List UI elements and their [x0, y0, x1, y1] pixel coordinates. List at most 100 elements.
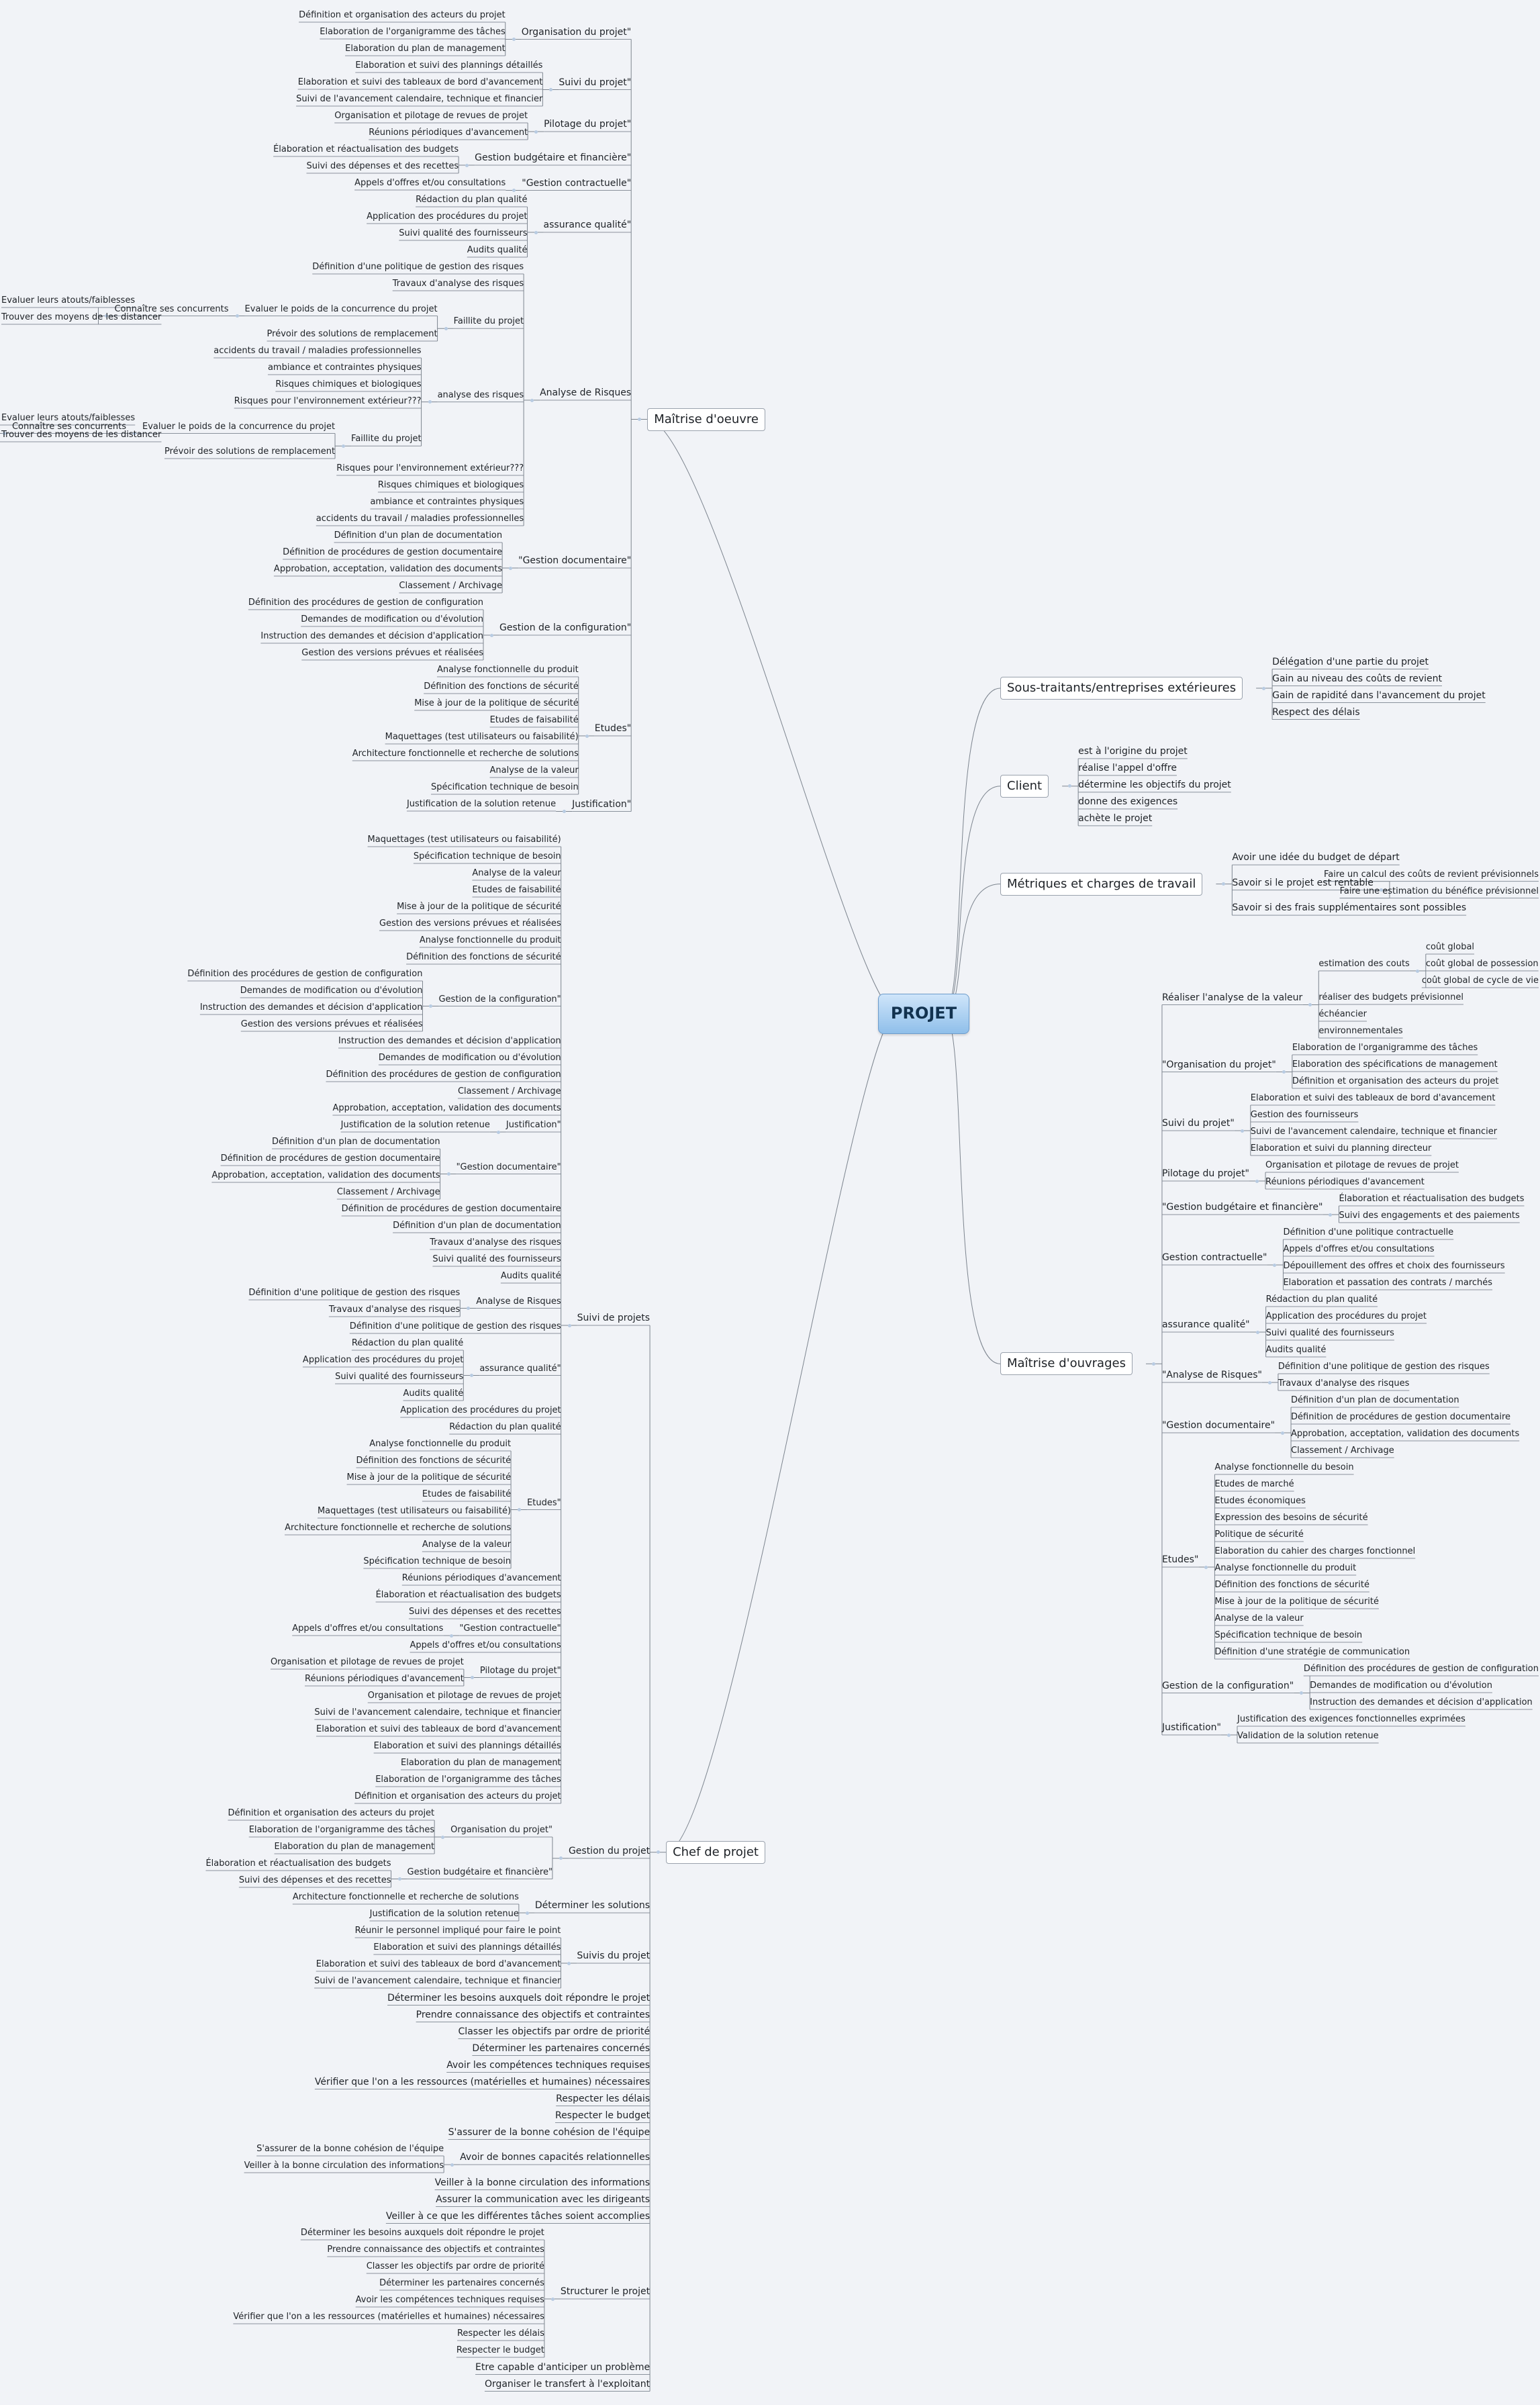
topic-definition-d-un-plan-de-documentation[interactable]: Définition d'un plan de documentation	[393, 1221, 561, 1231]
topic-determiner-les-solutions[interactable]: Déterminer les solutions	[534, 1900, 651, 1911]
topic-gestion-des-versions-prevues-et-realisee[interactable]: Gestion des versions prévues et réalisée…	[240, 1019, 423, 1029]
topic-respecter-le-budget[interactable]: Respecter le budget	[555, 2110, 651, 2121]
topic-analyse-de-la-valeur[interactable]: Analyse de la valeur	[1214, 1613, 1304, 1623]
collapse-handle-icon[interactable]	[450, 2163, 454, 2167]
topic-reunir-le-personnel-implique-pour-faire-[interactable]: Réunir le personnel impliqué pour faire …	[354, 1926, 561, 1936]
topic-etudes-economiques[interactable]: Etudes économiques	[1214, 1496, 1306, 1506]
collapse-handle-icon[interactable]	[1226, 1733, 1231, 1737]
topic-definition-et-organisation-des-acteurs-d[interactable]: Définition et organisation des acteurs d…	[299, 10, 506, 20]
topic-suivi-des-depenses-et-des-recettes[interactable]: Suivi des dépenses et des recettes	[238, 1875, 391, 1885]
topic-depouillement-des-offres-et-choix-des-fo[interactable]: Dépouillement des offres et choix des fo…	[1283, 1261, 1505, 1271]
topic-travaux-d-analyse-des-risques[interactable]: Travaux d'analyse des risques	[1278, 1378, 1410, 1388]
topic-analyse-de-risques[interactable]: Analyse de Risques	[540, 387, 632, 398]
topic-prevoir-des-solutions-de-remplacement[interactable]: Prévoir des solutions de remplacement	[267, 329, 438, 339]
collapse-handle-icon[interactable]	[235, 314, 239, 318]
topic-architecture-fonctionnelle-et-recherche-[interactable]: Architecture fonctionnelle et recherche …	[292, 1892, 519, 1902]
topic-approbation-acceptation-validation-des-d[interactable]: Approbation, acceptation, validation des…	[1291, 1429, 1520, 1439]
topic-definition-des-fonctions-de-securite[interactable]: Définition des fonctions de sécurité	[356, 1456, 512, 1466]
topic-gestion-budgetaire-et-financiere[interactable]: "Gestion budgétaire et financière"	[1161, 1202, 1323, 1213]
collapse-handle-icon[interactable]	[1222, 882, 1226, 886]
topic-elaboration-et-suivi-des-plannings-detai[interactable]: Elaboration et suivi des plannings détai…	[373, 1942, 561, 1952]
topic-approbation-acceptation-validation-des-d[interactable]: Approbation, acceptation, validation des…	[273, 564, 503, 574]
topic-realise-l-appel-d-offre[interactable]: réalise l'appel d'offre	[1078, 762, 1177, 773]
collapse-handle-icon[interactable]	[441, 1835, 445, 1839]
topic-environnementales[interactable]: environnementales	[1318, 1026, 1403, 1036]
branch-chef-de-projet[interactable]: Chef de projet	[666, 1840, 765, 1864]
topic-organisation-du-projet[interactable]: Organisation du projet"	[521, 26, 632, 38]
collapse-handle-icon[interactable]	[1282, 1070, 1286, 1074]
topic-organisation-du-projet[interactable]: Organisation du projet"	[450, 1825, 552, 1835]
topic-gestion-budgetaire-et-financiere[interactable]: Gestion budgétaire et financière"	[407, 1867, 552, 1877]
topic-suivi-du-projet[interactable]: Suivi du projet"	[559, 77, 632, 88]
topic-travaux-d-analyse-des-risques[interactable]: Travaux d'analyse des risques	[392, 279, 524, 289]
topic-echeancier[interactable]: échéancier	[1318, 1009, 1367, 1019]
topic-analyse-de-la-valeur[interactable]: Analyse de la valeur	[472, 868, 561, 878]
topic-analyse-fonctionnelle-du-produit[interactable]: Analyse fonctionnelle du produit	[436, 665, 579, 675]
topic-gestion-de-la-configuration[interactable]: Gestion de la configuration"	[438, 994, 561, 1004]
topic-suivi-de-l-avancement-calendaire-techniq[interactable]: Suivi de l'avancement calendaire, techni…	[1250, 1127, 1498, 1137]
topic-elaboration-et-reactualisation-des-budge[interactable]: Élaboration et réactualisation des budge…	[1339, 1194, 1525, 1204]
topic-elaboration-et-suivi-des-tableaux-de-bor[interactable]: Elaboration et suivi des tableaux de bor…	[316, 1724, 561, 1734]
topic-redaction-du-plan-qualite[interactable]: Rédaction du plan qualité	[416, 195, 528, 205]
topic-prevoir-des-solutions-de-remplacement[interactable]: Prévoir des solutions de remplacement	[164, 446, 336, 457]
topic-elaboration-et-reactualisation-des-budge[interactable]: Élaboration et réactualisation des budge…	[375, 1590, 561, 1600]
collapse-handle-icon[interactable]	[496, 1130, 500, 1134]
collapse-handle-icon[interactable]	[1204, 1565, 1208, 1569]
topic-justification[interactable]: Justification"	[572, 798, 632, 810]
collapse-handle-icon[interactable]	[1273, 1263, 1277, 1267]
topic-evaluer-le-poids-de-la-concurrence-du-pr[interactable]: Evaluer le poids de la concurrence du pr…	[244, 303, 438, 314]
topic-instruction-des-demandes-et-decision-d-a[interactable]: Instruction des demandes et décision d'a…	[338, 1036, 561, 1046]
collapse-handle-icon[interactable]	[470, 1676, 474, 1679]
topic-assurance-qualite[interactable]: assurance qualité"	[479, 1363, 561, 1374]
topic-audits-qualite[interactable]: Audits qualité	[1265, 1345, 1327, 1355]
topic-suivi-du-projet[interactable]: Suivi du projet"	[1161, 1118, 1235, 1129]
collapse-handle-icon[interactable]	[1300, 1691, 1304, 1695]
topic-cout-global-de-possession[interactable]: coût global de possession	[1425, 959, 1539, 969]
collapse-handle-icon[interactable]	[446, 1172, 450, 1176]
topic-respecter-les-delais[interactable]: Respecter les délais	[556, 2093, 651, 2104]
topic-analyse-fonctionnelle-du-produit[interactable]: Analyse fonctionnelle du produit	[419, 935, 561, 945]
collapse-handle-icon[interactable]	[428, 400, 432, 404]
topic-justification[interactable]: Justification"	[1161, 1722, 1221, 1733]
topic-etre-capable-d-anticiper-un-probleme[interactable]: Etre capable d'anticiper un problème	[475, 2361, 651, 2373]
collapse-handle-icon[interactable]	[1255, 1179, 1259, 1183]
topic-veiller-a-ce-que-les-differentes-taches-[interactable]: Veiller à ce que les différentes tâches …	[385, 2210, 651, 2222]
topic-faillite-du-projet[interactable]: Faillite du projet	[453, 316, 524, 327]
topic-organisation-et-pilotage-de-revues-de-pr[interactable]: Organisation et pilotage de revues de pr…	[334, 111, 528, 121]
topic-analyse-des-risques[interactable]: analyse des risques	[437, 389, 524, 400]
collapse-handle-icon[interactable]	[1329, 1213, 1333, 1217]
topic-justification-de-la-solution-retenue[interactable]: Justification de la solution retenue	[340, 1120, 490, 1130]
topic-avoir-une-idee-du-budget-de-depart[interactable]: Avoir une idée du budget de départ	[1232, 852, 1400, 863]
topic-elaboration-de-l-organigramme-des-taches[interactable]: Elaboration de l'organigramme des tâches	[1292, 1043, 1478, 1053]
topic-evaluer-leurs-atouts-faiblesses[interactable]: Evaluer leurs atouts/faiblesses	[1, 295, 136, 305]
topic-maquettages-test-utilisateurs-ou-faisabi[interactable]: Maquettages (test utilisateurs ou faisab…	[367, 835, 561, 845]
topic-expression-des-besoins-de-securite[interactable]: Expression des besoins de sécurité	[1214, 1513, 1368, 1523]
collapse-handle-icon[interactable]	[1308, 1003, 1312, 1006]
topic-elaboration-de-l-organigramme-des-taches[interactable]: Elaboration de l'organigramme des tâches	[375, 1775, 561, 1785]
topic-pilotage-du-projet[interactable]: Pilotage du projet"	[544, 119, 632, 130]
collapse-handle-icon[interactable]	[534, 230, 538, 234]
topic-suivi-des-depenses-et-des-recettes[interactable]: Suivi des dépenses et des recettes	[408, 1607, 561, 1617]
topic-application-des-procedures-du-projet[interactable]: Application des procédures du projet	[302, 1355, 464, 1365]
topic-gestion-des-versions-prevues-et-realisee[interactable]: Gestion des versions prévues et réalisée…	[301, 648, 483, 658]
topic-application-des-procedures-du-projet[interactable]: Application des procédures du projet	[1265, 1311, 1427, 1321]
topic-elaboration-du-plan-de-management[interactable]: Elaboration du plan de management	[274, 1842, 435, 1852]
collapse-handle-icon[interactable]	[530, 398, 534, 402]
topic-specification-technique-de-besoin[interactable]: Spécification technique de besoin	[1214, 1630, 1363, 1640]
topic-ambiance-et-contraintes-physiques[interactable]: ambiance et contraintes physiques	[267, 363, 422, 373]
collapse-handle-icon[interactable]	[397, 1877, 401, 1881]
topic-structurer-le-projet[interactable]: Structurer le projet	[560, 2286, 651, 2297]
topic-classement-archivage[interactable]: Classement / Archivage	[457, 1086, 561, 1096]
topic-realiser-des-budgets-previsionnel[interactable]: réaliser des budgets prévisionnel	[1318, 992, 1463, 1002]
topic-validation-de-la-solution-retenue[interactable]: Validation de la solution retenue	[1237, 1731, 1379, 1741]
topic-trouver-des-moyens-de-les-distancer[interactable]: Trouver des moyens de les distancer	[1, 312, 162, 322]
topic-trouver-des-moyens-de-les-distancer[interactable]: Trouver des moyens de les distancer	[1, 430, 162, 440]
topic-appels-d-offres-et-ou-consultations[interactable]: Appels d'offres et/ou consultations	[410, 1640, 561, 1650]
collapse-handle-icon[interactable]	[1068, 784, 1072, 788]
collapse-handle-icon[interactable]	[563, 810, 567, 813]
topic-elaboration-et-reactualisation-des-budge[interactable]: Élaboration et réactualisation des budge…	[205, 1858, 391, 1869]
topic-cout-global[interactable]: coût global	[1425, 942, 1475, 952]
collapse-handle-icon[interactable]	[534, 130, 538, 134]
topic-elaboration-du-cahier-des-charges-foncti[interactable]: Elaboration du cahier des charges foncti…	[1214, 1546, 1416, 1556]
topic-justification-de-la-solution-retenue[interactable]: Justification de la solution retenue	[369, 1909, 519, 1919]
